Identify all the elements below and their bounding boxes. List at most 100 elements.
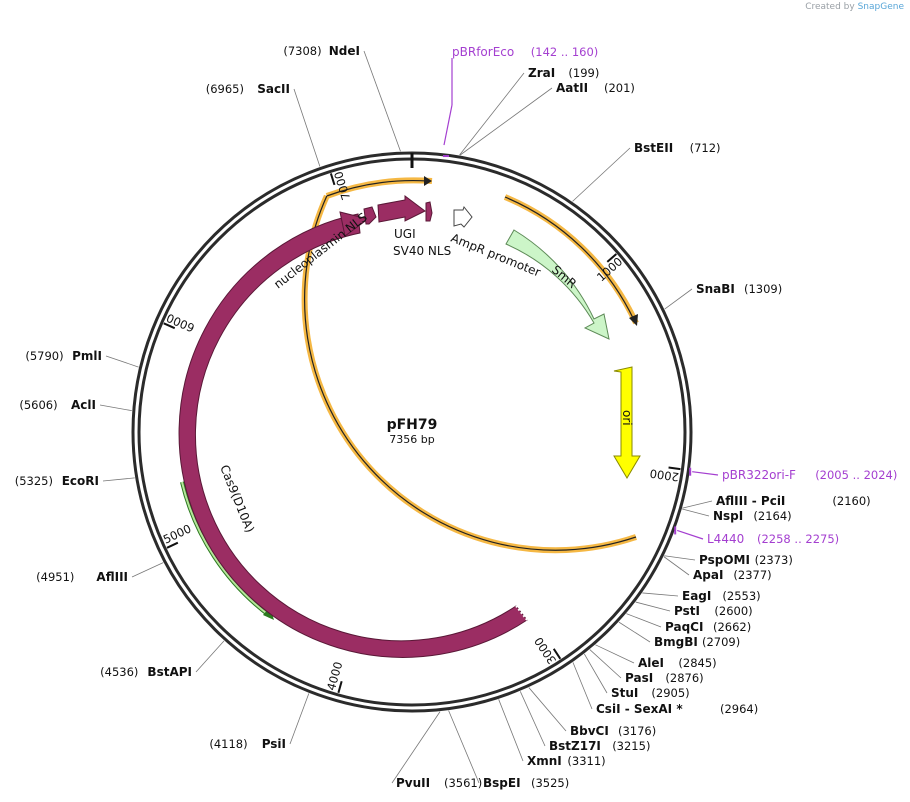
site-leader [448, 710, 480, 784]
tick-7000 [329, 173, 336, 186]
site-position: (2553) [722, 589, 760, 603]
site-apai: ApaI(2377) [693, 568, 772, 582]
site-position: (5325) [15, 474, 53, 488]
site-leader [102, 477, 135, 482]
orange-arc-2-core [504, 196, 635, 321]
site-leader [289, 693, 310, 745]
tick-label-4000: 4000 [324, 660, 345, 692]
orange-arc-2-head [629, 314, 638, 326]
site-position: (199) [568, 66, 599, 80]
tick-3000 [552, 648, 562, 660]
site-position: (2964) [720, 702, 758, 716]
site-name: AflIII [96, 570, 128, 584]
site-name: AclI [71, 398, 96, 412]
plasmid-name: pFH79 [387, 417, 438, 433]
site-name: AatII [556, 81, 588, 95]
site-name: PvuII [396, 776, 430, 790]
site-name: BstAPI [147, 665, 192, 679]
site-leader [664, 555, 696, 561]
site-position: (2160) [832, 494, 870, 508]
site-leader [642, 592, 679, 597]
site-name: AleI [638, 656, 664, 670]
feature-ugi-arrow [377, 195, 426, 223]
site-position: (2373) [755, 553, 793, 567]
site-bsteii: BstEII(712) [634, 141, 721, 155]
site-leader [618, 621, 651, 643]
feature-smr [505, 229, 610, 340]
site-name: PmlI [72, 349, 102, 363]
site-leader [635, 601, 671, 612]
tick-4000 [337, 680, 343, 694]
site-nspi: NspI (2164) [713, 509, 792, 523]
site-ndei: NdeI(7308) [283, 44, 360, 58]
tick-1000 [606, 253, 617, 263]
site-position: (2600) [714, 604, 752, 618]
site-acli: AclI (5606) [19, 398, 96, 412]
site-position: (2845) [678, 656, 716, 670]
site-position: (4951) [36, 570, 74, 584]
site-psti: PstI(2600) [674, 604, 753, 618]
site-name: SnaBI [696, 282, 735, 296]
site-leader [519, 691, 546, 747]
site-bmgbi: BmgBI (2709) [654, 635, 740, 649]
site-position: (4118) [209, 737, 247, 751]
site-leader [459, 87, 553, 156]
primer-name: pBRforEco [452, 45, 514, 59]
tick-2000 [668, 466, 681, 471]
site-position: (7308) [283, 44, 321, 58]
site-leader [459, 72, 525, 156]
tick-label-2000: 2000 [649, 466, 680, 484]
site-snabi: SnaBI (1309) [696, 282, 782, 296]
site-name: EcoRI [62, 474, 99, 488]
site-alei: AleI (2845) [638, 656, 717, 670]
site-leader [589, 649, 622, 679]
site-sacii: SacII(6965) [206, 82, 290, 96]
site-pasi: PasI(2876) [625, 671, 704, 685]
site-leader [682, 508, 710, 517]
site-name: ZraI [528, 66, 555, 80]
site-leader [363, 50, 401, 152]
site-leader [528, 687, 567, 732]
site-leader [663, 556, 690, 576]
site-name: PaqCI [665, 620, 703, 634]
site-name: PspOMI [699, 553, 750, 567]
site-position: (2164) [753, 509, 791, 523]
site-name: EagI [682, 589, 711, 603]
site-position: (2377) [733, 568, 771, 582]
site-position: (3215) [612, 739, 650, 753]
site-leader [664, 288, 693, 310]
label-ori: ori [620, 410, 634, 426]
site-position: (3176) [618, 724, 656, 738]
site-position: (2662) [713, 620, 751, 634]
site-name: BmgBI [654, 635, 698, 649]
site-position: (2709) [702, 635, 740, 649]
feature-cas9-head [339, 211, 370, 237]
primer-range: (142 .. 160) [531, 45, 599, 59]
site-pmli: PmlI(5790) [25, 349, 102, 363]
site-leader [105, 355, 139, 368]
site-eagi: EagI (2553) [682, 589, 761, 603]
site-psii: PsiI(4118) [209, 737, 286, 751]
feature-ampr-promoter-arrow [453, 205, 473, 228]
green-inner-arrowhead [263, 607, 274, 620]
site-leader [131, 562, 164, 578]
site-name: AflIII - PciI [716, 494, 785, 508]
site-name: NspI [713, 509, 743, 523]
site-ecori: EcoRI (5325) [15, 474, 99, 488]
site-paqci: PaqCI (2662) [665, 620, 751, 634]
label-cas9: Cas9(D10A) [217, 463, 257, 535]
site-name: SacII [257, 82, 290, 96]
orange-arc-3-core [304, 195, 637, 551]
site-leader [682, 500, 713, 509]
site-bbvci: BbvCI(3176) [570, 724, 656, 738]
site-leader [498, 699, 524, 762]
site-leader [195, 640, 225, 673]
site-bstz17i: BstZ17I(3215) [549, 739, 650, 753]
site-position: (5606) [19, 398, 57, 412]
site-leader [572, 147, 631, 202]
feature-sv40-nls-arrow [425, 201, 433, 222]
site-position: (1309) [744, 282, 782, 296]
site-xmni: XmnI(3311) [527, 754, 606, 768]
label-ugi: UGI [394, 227, 416, 241]
credit-prefix: Created by [805, 2, 855, 12]
